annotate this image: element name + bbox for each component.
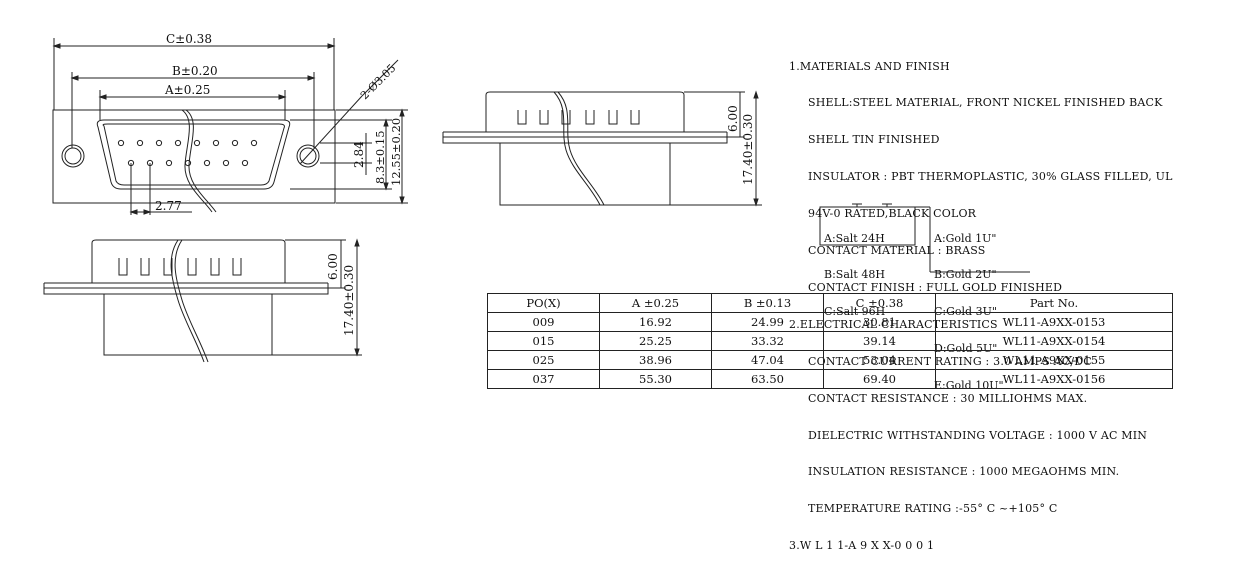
side-view-bottom: 6.00 17.40±0.30: [43, 238, 362, 363]
side-top-dim-1740: 17.40±0.30: [741, 114, 755, 185]
dim-c-label: C±0.38: [166, 32, 212, 46]
cell-po: 037: [487, 369, 600, 389]
notes-line: CONTACT FINISH : FULL GOLD FINISHED: [808, 280, 1063, 294]
cell-c: 39.14: [823, 331, 936, 351]
gold-option: A:Gold 1U": [934, 231, 997, 245]
part-number-table: PO(X) A ±0.25 B ±0.13 C ±0.38 Part No. 0…: [487, 293, 1173, 389]
cell-c: 53.04: [823, 350, 936, 370]
dim-277-label: 2.77: [155, 199, 182, 213]
cell-a: 38.96: [599, 350, 712, 370]
side-bottom-dim-1740: 17.40±0.30: [342, 265, 356, 336]
notes-line: INSULATION RESISTANCE : 1000 MEGAOHMS MI…: [808, 465, 1120, 479]
table-row: 025 38.96 47.04 53.04 WL11-A9XX-0155: [487, 350, 1173, 370]
table-row: 009 16.92 24.99 30.81 WL11-A9XX-0153: [487, 312, 1173, 332]
dim-1255-label: 12.55±0.20: [389, 118, 403, 186]
cell-b: 33.32: [711, 331, 824, 351]
table-header-row: PO(X) A ±0.25 B ±0.13 C ±0.38 Part No.: [487, 293, 1173, 313]
pin-row-top: [117, 139, 258, 147]
cell-b: 63.50: [711, 369, 824, 389]
dim-b-label: B±0.20: [172, 64, 218, 78]
dim-hole-label: 2-Ø3.05: [358, 62, 398, 102]
dim-a-label: A±0.25: [164, 83, 210, 97]
cell-a: 55.30: [599, 369, 712, 389]
side-bottom-dim-600: 6.00: [326, 253, 340, 280]
cell-a: 16.92: [599, 312, 712, 332]
cell-po: 009: [487, 312, 600, 332]
cell-po: 015: [487, 331, 600, 351]
notes-line: DIELECTRIC WITHSTANDING VOLTAGE : 1000 V…: [808, 428, 1148, 442]
cell-part-no: WL11-A9XX-0153: [935, 312, 1173, 332]
notes-heading-3: 3.W L 1 1-A 9 X X-0 0 0 1: [789, 539, 935, 553]
dim-83-label: 8.3±0.15: [373, 130, 387, 184]
cell-b: 47.04: [711, 350, 824, 370]
pin-row-bottom: [127, 159, 249, 167]
notes-line: CONTACT RESISTANCE : 30 MILLIOHMS MAX.: [808, 391, 1088, 405]
cell-part-no: WL11-A9XX-0156: [935, 369, 1173, 389]
table-row: 037 55.30 63.50 69.40 WL11-A9XX-0156: [487, 369, 1173, 389]
technical-drawing: C±0.38 B±0.20 A±0.25: [43, 32, 1030, 363]
notes-heading-1: 1.MATERIALS AND FINISH: [789, 59, 950, 73]
salt-option: B:Salt 48H: [824, 268, 885, 282]
header-a: A ±0.25: [599, 293, 712, 313]
notes-line: 94V-0 RATED,BLACK COLOR: [808, 207, 977, 221]
notes-line: SHELL:STEEL MATERIAL, FRONT NICKEL FINIS…: [808, 96, 1163, 110]
header-part-no: Part No.: [935, 293, 1173, 313]
notes-line: CONTACT MATERIAL : BRASS: [808, 244, 986, 258]
notes-line: INSULATOR : PBT THERMOPLASTIC, 30% GLASS…: [808, 170, 1173, 184]
cell-po: 025: [487, 350, 600, 370]
header-c: C ±0.38: [823, 293, 936, 313]
gold-option: B:Gold 2U": [934, 268, 997, 282]
table-row: 015 25.25 33.32 39.14 WL11-A9XX-0154: [487, 331, 1173, 351]
header-po: PO(X): [487, 293, 600, 313]
dim-284-label: 2.84: [352, 141, 366, 168]
salt-option: A:Salt 24H: [824, 231, 885, 245]
cell-c: 30.81: [823, 312, 936, 332]
front-view: C±0.38 B±0.20 A±0.25: [52, 32, 408, 215]
cell-a: 25.25: [599, 331, 712, 351]
cell-part-no: WL11-A9XX-0154: [935, 331, 1173, 351]
code-brackets: [819, 203, 1030, 273]
notes-line: SHELL TIN FINISHED: [808, 133, 940, 147]
cell-part-no: WL11-A9XX-0155: [935, 350, 1173, 370]
side-top-dim-600: 6.00: [726, 105, 740, 132]
cell-c: 69.40: [823, 369, 936, 389]
notes-line: TEMPERATURE RATING :-55° C ~+105° C: [808, 502, 1058, 516]
header-b: B ±0.13: [711, 293, 824, 313]
cell-b: 24.99: [711, 312, 824, 332]
side-view-top: 6.00 17.40±0.30: [442, 90, 762, 207]
